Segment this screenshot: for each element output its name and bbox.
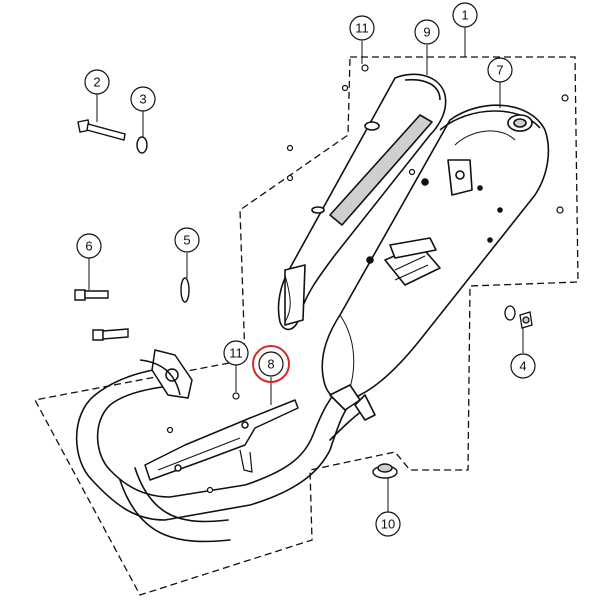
small-fasteners xyxy=(166,64,569,494)
part-4-nut-washer xyxy=(504,305,533,329)
callout-9: 9 xyxy=(414,19,440,45)
callout-8-label: 8 xyxy=(267,357,274,372)
callout-9-label: 9 xyxy=(423,25,430,40)
callout-11-bottom-label: 11 xyxy=(229,346,243,361)
callout-2-label: 2 xyxy=(93,75,100,90)
part-6-bolts xyxy=(74,289,129,341)
callout-3: 3 xyxy=(130,86,156,112)
callout-7-label: 7 xyxy=(496,63,503,78)
callout-2: 2 xyxy=(84,69,110,95)
callout-10: 10 xyxy=(375,511,401,537)
callout-1: 1 xyxy=(452,2,478,28)
assembly-boundary xyxy=(34,56,579,596)
callout-1-label: 1 xyxy=(461,8,468,23)
leader-lines xyxy=(88,27,524,512)
callout-11-bottom: 11 xyxy=(223,340,249,366)
header-flange xyxy=(139,349,193,399)
muffler-heat-shield xyxy=(277,73,447,331)
callout-11-top-label: 11 xyxy=(355,21,369,36)
callout-4: 4 xyxy=(510,353,536,379)
callout-6: 6 xyxy=(76,233,102,259)
callout-5-label: 5 xyxy=(183,233,190,248)
callout-10-label: 10 xyxy=(381,517,395,532)
part-5-gasket xyxy=(180,277,190,303)
callout-6-label: 6 xyxy=(85,239,92,254)
callout-3-label: 3 xyxy=(139,92,146,107)
callout-8: 8 xyxy=(252,345,290,383)
callout-11-top: 11 xyxy=(349,15,375,41)
callout-8-highlight-ring xyxy=(252,345,290,383)
part-3-washer xyxy=(136,136,148,154)
header-heat-shield xyxy=(144,399,299,481)
part-10-rubber-mount xyxy=(372,463,398,479)
callout-7: 7 xyxy=(487,57,513,83)
part-2-bolt xyxy=(77,119,126,141)
callout-5: 5 xyxy=(174,227,200,253)
main-muffler xyxy=(321,104,550,421)
callout-4-label: 4 xyxy=(519,359,526,374)
